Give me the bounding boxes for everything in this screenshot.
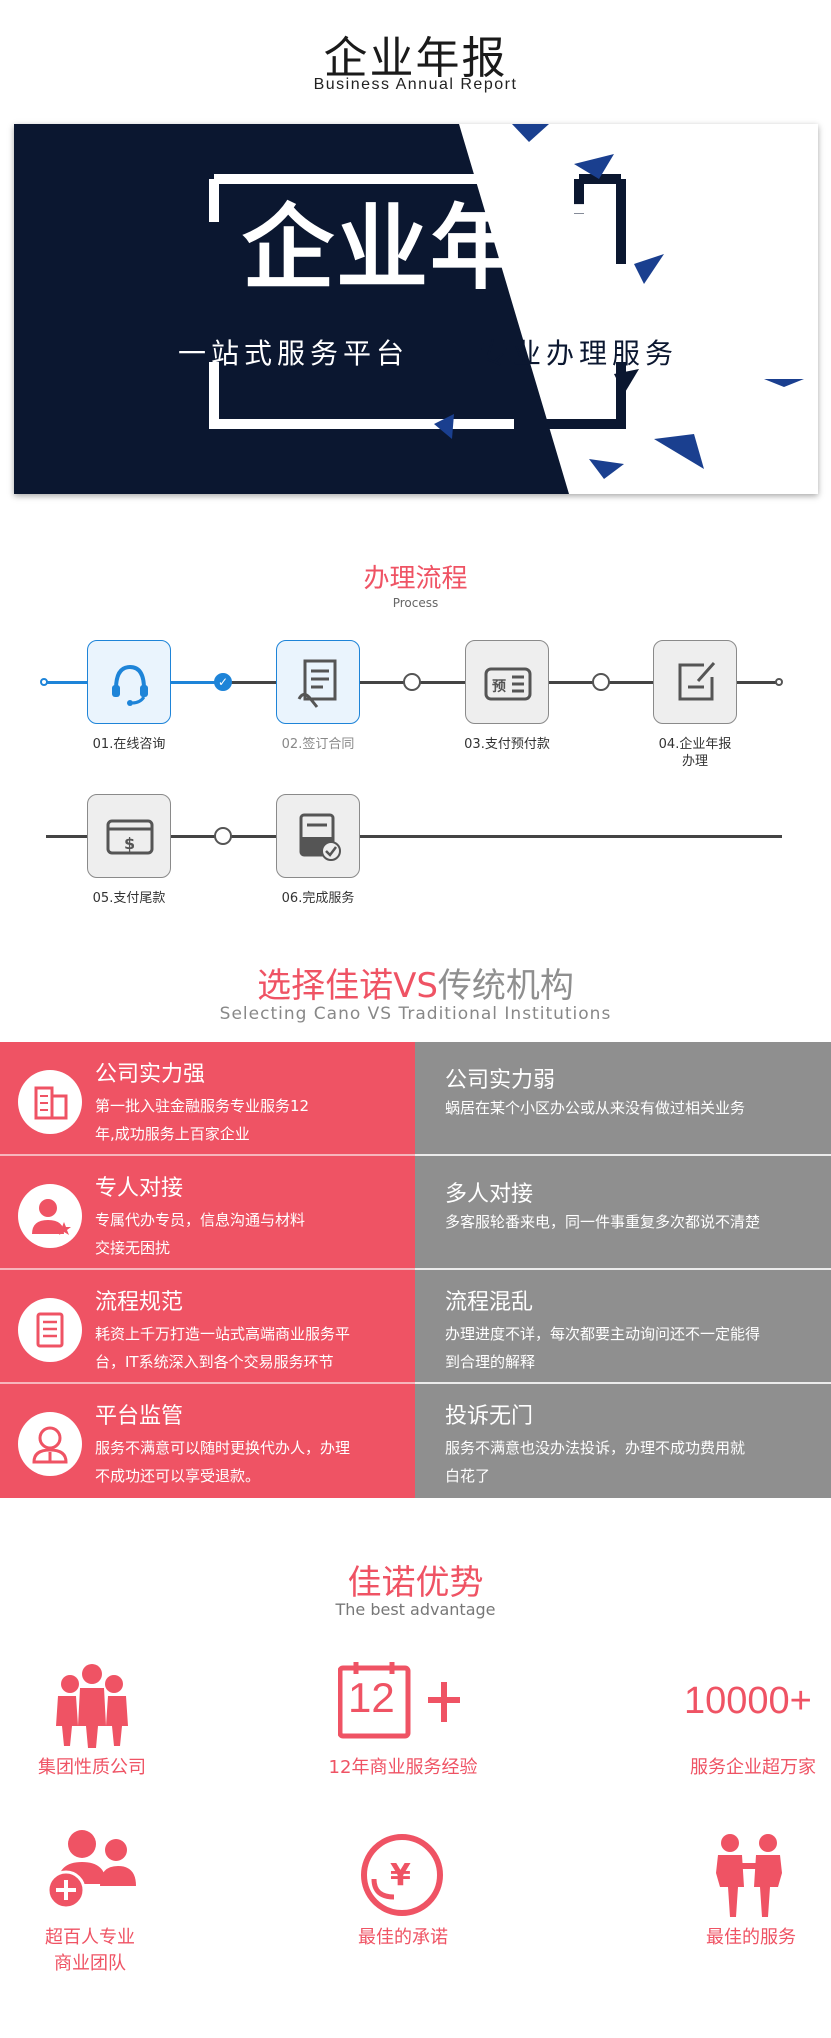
handshake-people-icon [716, 1834, 782, 1917]
process-timeline: ✓ 01.在线咨询 02.签订合同 预 03.支 [0, 620, 831, 920]
compare-left-title: 专人对接 [95, 1176, 184, 1201]
compare-subtitle: Selecting Cano VS Traditional Institutio… [219, 1004, 612, 1024]
prepay-icon: 预 [484, 667, 532, 701]
step-dot [214, 827, 232, 845]
yuan-promise-icon: ¥ [361, 1834, 443, 1916]
number-10000-icon: 10000+ [684, 1680, 812, 1722]
svg-text:¥: ¥ [390, 1858, 411, 1893]
step-6[interactable] [276, 794, 360, 878]
compare-right-text: 多客服轮番来电，同一件事重复多次都说不清楚 [445, 1213, 761, 1231]
step-2-label: 02.签订合同 [281, 737, 355, 752]
payment-card-icon: $ [106, 819, 154, 855]
compare-left-text: 专属代办专员，信息沟通与材料 交接无困扰 [95, 1211, 306, 1257]
svg-text:预: 预 [492, 679, 506, 695]
banner-title: 企业年报 [242, 195, 619, 302]
process-subtitle: Process [392, 596, 439, 610]
compare-right-title: 投诉无门 [445, 1404, 534, 1429]
advantage-label: 服务企业超万家 [690, 1757, 816, 1778]
compare-right-title: 流程混乱 [445, 1290, 534, 1315]
checklist-icon [36, 1312, 64, 1348]
compare-left-text: 第一批入驻金融服务专业服务12 年,成功服务上百家企业 [95, 1097, 310, 1143]
specialist-icon [32, 1199, 71, 1235]
team-plus-icon [46, 1830, 136, 1910]
comparison-row: 流程规范 耗资上千万打造一站式高端商业服务平 台，IT系统深入到各个交易服务环节… [0, 1270, 831, 1384]
comparison-row: 平台监管 服务不满意可以随时更换代办人，办理 不成功还可以享受退款。 投诉无门 … [0, 1384, 831, 1498]
step-5-label: 05.支付尾款 [92, 891, 166, 906]
step-3-label: 03.支付预付款 [464, 737, 550, 752]
advantages-subtitle: The best advantage [335, 1600, 496, 1619]
advantage-label: 最佳的服务 [706, 1927, 796, 1948]
comparison-row: 公司实力强 第一批入驻金融服务专业服务12 年,成功服务上百家企业 公司实力弱 … [0, 1042, 831, 1156]
banner-slogan-right: 专业办理服务 [480, 337, 679, 370]
hero-banner: 企业年报 一站式服务平台 专业办理服务 [14, 124, 818, 494]
step-6-label: 06.完成服务 [281, 891, 355, 906]
building-icon [34, 1086, 68, 1120]
compare-left-text: 耗资上千万打造一站式高端商业服务平 台，IT系统深入到各个交易服务环节 [95, 1325, 351, 1371]
banner-background [14, 124, 804, 494]
step-4-label: 04.企业年报 办理 [658, 737, 732, 769]
compare-right-title: 多人对接 [445, 1182, 534, 1207]
advantage-label: 12年商业服务经验 [328, 1757, 478, 1778]
edit-icon [678, 662, 716, 701]
step-2[interactable] [276, 640, 360, 724]
compare-right-text: 蜗居在某个小区办公或从来没有做过相关业务 [445, 1099, 746, 1117]
svg-text:$: $ [124, 834, 135, 853]
comparison-row: 专人对接 专属代办专员，信息沟通与材料 交接无困扰 多人对接 多客服轮番来电，同… [0, 1156, 831, 1270]
step-5[interactable]: $ [87, 794, 171, 878]
step-dot [592, 673, 610, 691]
page-header: 企业年报 Business Annual Report [0, 0, 831, 110]
advantages-title: 佳诺优势 [347, 1563, 484, 1603]
calendar-12-icon: 12 [338, 1660, 468, 1740]
step-dot [403, 673, 421, 691]
headset-icon [112, 664, 148, 706]
contract-icon [297, 659, 337, 708]
process-title: 办理流程 [363, 564, 468, 594]
compare-right-text: 服务不满意也没办法投诉，办理不成功费用就 白花了 [445, 1439, 746, 1485]
step-1[interactable] [87, 640, 171, 724]
supervisor-icon [32, 1426, 68, 1464]
compare-left-title: 公司实力强 [95, 1062, 206, 1087]
compare-left-text: 服务不满意可以随时更换代办人，办理 不成功还可以享受退款。 [95, 1439, 351, 1485]
complete-icon [299, 813, 341, 861]
page-title: 企业年报 [323, 33, 508, 84]
comparison-table: 公司实力强 第一批入驻金融服务专业服务12 年,成功服务上百家企业 公司实力弱 … [0, 1042, 831, 1498]
compare-right-title: 公司实力弱 [445, 1068, 556, 1093]
step-4[interactable] [653, 640, 737, 724]
group-people-icon [56, 1664, 128, 1748]
compare-right-text: 办理进度不详，每次都要主动询问还不一定能得 到合理的解释 [445, 1325, 761, 1371]
page-subtitle: Business Annual Report [313, 76, 518, 93]
advantage-label: 超百人专业 商业团队 [45, 1927, 135, 1974]
compare-left-title: 平台监管 [95, 1404, 184, 1429]
step-3[interactable]: 预 [465, 640, 549, 724]
compare-title: 选择佳诺VS传统机构 [257, 966, 574, 1006]
banner-slogan-left: 一站式服务平台 [178, 337, 410, 370]
compare-left-title: 流程规范 [95, 1290, 184, 1315]
step-1-label: 01.在线咨询 [92, 737, 166, 752]
advantage-label: 集团性质公司 [38, 1757, 146, 1778]
step-checked-dot: ✓ [214, 673, 232, 691]
advantage-label: 最佳的承诺 [358, 1927, 448, 1948]
